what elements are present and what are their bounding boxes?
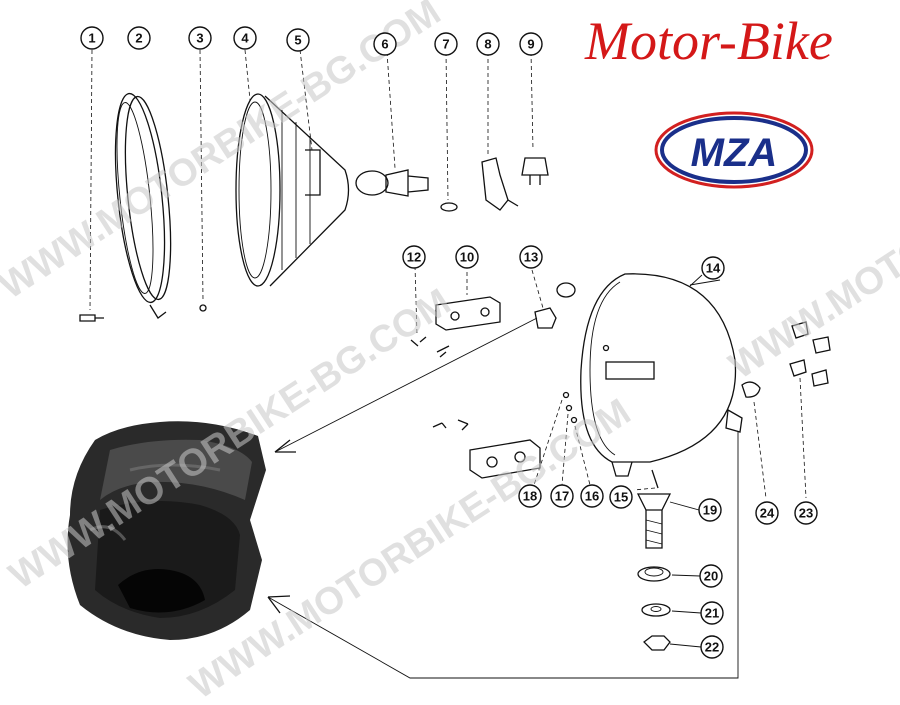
part-small-hardware-16-18 — [533, 391, 591, 486]
part-screws-23 — [789, 321, 831, 499]
callout-19: 19 — [698, 498, 722, 522]
part-terminal-block-10 — [435, 272, 501, 331]
callout-24: 24 — [755, 501, 779, 525]
part-headlight-shell-14 — [580, 273, 743, 477]
leader-lines — [669, 274, 703, 648]
svg-text:16: 16 — [585, 489, 599, 504]
svg-text:5: 5 — [294, 33, 301, 48]
callout-9: 9 — [519, 32, 543, 56]
svg-text:4: 4 — [241, 31, 249, 46]
callout-14: 14 — [701, 256, 725, 280]
logo-text: MZA — [691, 131, 778, 175]
brand-title: Motor-Bike — [585, 11, 833, 71]
part-holder-8 — [481, 52, 519, 211]
callout-8: 8 — [476, 32, 500, 56]
callout-20: 20 — [699, 564, 723, 588]
callout-6: 6 — [373, 32, 397, 56]
callout-7: 7 — [434, 32, 458, 56]
svg-text:13: 13 — [524, 250, 538, 265]
callout-layer: 1 2 3 4 5 6 7 8 9 10 12 13 14 15 16 17 1… — [80, 26, 818, 659]
callout-12: 12 — [402, 245, 426, 269]
mza-logo: MZA — [654, 111, 814, 189]
callout-5: 5 — [286, 28, 310, 52]
part-grommet-13 — [531, 269, 576, 329]
svg-text:14: 14 — [706, 261, 721, 276]
arrow-lines — [267, 317, 739, 679]
part-bulb-6 — [355, 51, 429, 197]
callout-4: 4 — [233, 26, 257, 50]
callout-2: 2 — [127, 26, 151, 50]
part-small-3 — [199, 49, 207, 312]
svg-text:2: 2 — [135, 31, 142, 46]
svg-text:19: 19 — [703, 503, 717, 518]
svg-text:22: 22 — [705, 640, 719, 655]
svg-text:10: 10 — [460, 250, 474, 265]
clip-photo — [67, 421, 267, 640]
svg-text:15: 15 — [614, 490, 628, 505]
part-socket-9 — [521, 51, 549, 185]
svg-text:7: 7 — [442, 37, 449, 52]
callout-10: 10 — [455, 245, 479, 269]
svg-text:17: 17 — [555, 489, 569, 504]
part-rim-ring-2 — [114, 92, 172, 319]
svg-text:23: 23 — [799, 506, 813, 521]
svg-text:21: 21 — [705, 606, 719, 621]
svg-text:18: 18 — [523, 489, 537, 504]
svg-text:8: 8 — [484, 37, 491, 52]
part-mount-stack-15-22 — [633, 469, 672, 651]
svg-text:9: 9 — [527, 37, 534, 52]
svg-text:3: 3 — [196, 31, 203, 46]
part-pin-7 — [440, 51, 458, 212]
callout-21: 21 — [700, 601, 724, 625]
callout-17: 17 — [550, 484, 574, 508]
svg-text:6: 6 — [381, 37, 388, 52]
part-screw-1 — [79, 49, 104, 322]
svg-text:1: 1 — [88, 31, 95, 46]
callout-1: 1 — [80, 26, 104, 50]
callout-13: 13 — [519, 245, 543, 269]
svg-text:24: 24 — [760, 506, 775, 521]
callout-16: 16 — [580, 484, 604, 508]
part-screws-12 — [410, 265, 450, 358]
part-reflector-4-5 — [235, 49, 350, 287]
svg-text:20: 20 — [704, 569, 718, 584]
svg-text:12: 12 — [407, 250, 421, 265]
callout-23: 23 — [794, 501, 818, 525]
callout-18: 18 — [518, 484, 542, 508]
part-cap-24 — [741, 381, 767, 499]
callout-15: 15 — [609, 485, 633, 509]
callout-3: 3 — [188, 26, 212, 50]
callout-22: 22 — [700, 635, 724, 659]
